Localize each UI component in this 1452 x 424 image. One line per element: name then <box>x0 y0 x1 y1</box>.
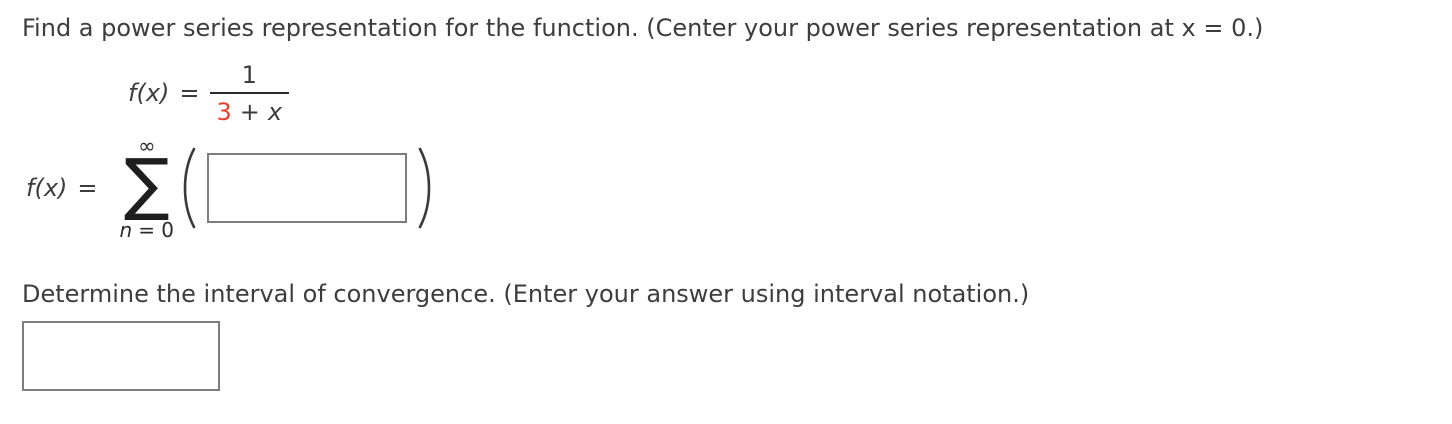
close-paren-icon <box>415 146 437 230</box>
fraction-denominator: 3 + x <box>209 91 290 126</box>
instruction-bottom: Determine the interval of convergence. (… <box>22 280 1030 309</box>
equals-sign: = <box>179 79 200 108</box>
denominator-coefficient: 3 <box>216 97 232 126</box>
summation-lower-limit: n = 0 <box>120 220 175 240</box>
instruction-top: Find a power series representation for t… <box>22 14 1264 42</box>
sigma-icon: ∑ <box>123 144 170 224</box>
plus-operator: + <box>239 97 260 126</box>
series-equation: f(x) = ∞ ∑ n = 0 <box>26 133 1452 240</box>
interval-answer-input[interactable] <box>22 321 220 392</box>
function-lhs: f(x) <box>128 79 170 108</box>
function-definition: f(x) = 1 3 + x <box>128 63 1452 124</box>
index-variable: n <box>119 218 133 243</box>
open-paren-icon <box>177 146 199 230</box>
index-value: = 0 <box>138 218 175 243</box>
series-lhs: f(x) <box>26 174 68 203</box>
fraction-numerator: 1 <box>241 60 257 89</box>
equals-sign: = <box>77 174 98 203</box>
summation: ∞ ∑ n = 0 <box>120 133 175 240</box>
denominator-variable: x <box>267 97 283 126</box>
series-answer-input[interactable] <box>207 153 408 224</box>
fraction: 1 3 + x <box>209 60 290 126</box>
summation-upper-limit: ∞ <box>138 133 156 158</box>
